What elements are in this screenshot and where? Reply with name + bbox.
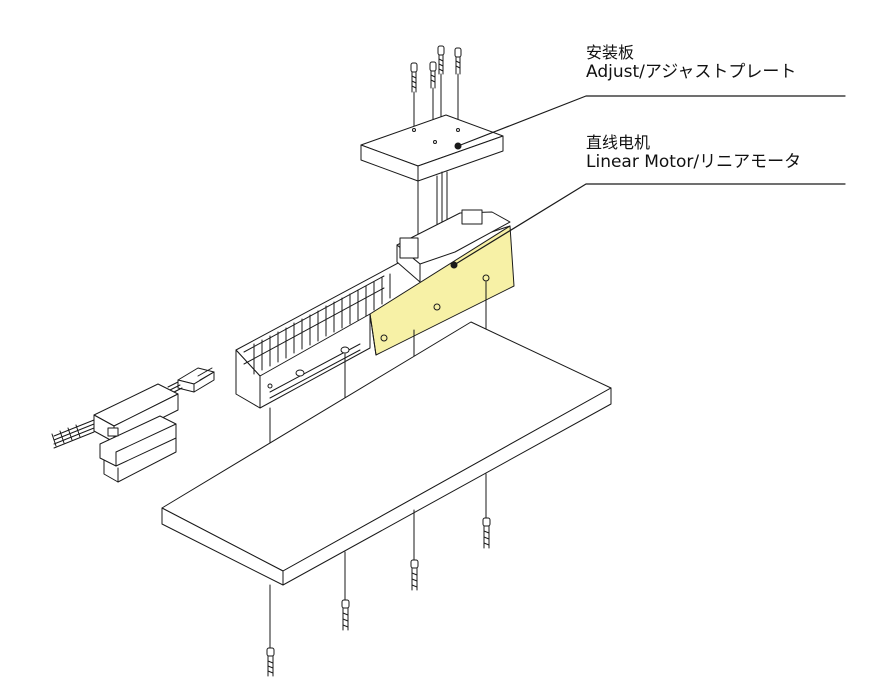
callout-adjust-plate-en: Adjust/アジャストプレート bbox=[586, 62, 797, 83]
lower-connector bbox=[52, 384, 178, 482]
bottom-screws bbox=[267, 474, 490, 676]
rail-fins bbox=[244, 274, 390, 374]
callout-adjust-plate: 安装板 Adjust/アジャストプレート bbox=[586, 43, 796, 83]
screw-top-2 bbox=[438, 46, 444, 118]
plate-guide-lines bbox=[418, 172, 447, 243]
leader-linear-motor bbox=[454, 184, 845, 265]
callout-leaders bbox=[450, 96, 846, 269]
leader-adjust-plate bbox=[458, 96, 845, 146]
adjust-plate bbox=[361, 115, 503, 181]
base-plate bbox=[162, 322, 611, 585]
callout-linear-motor-en: Linear Motor/リニアモータ bbox=[586, 152, 802, 173]
screw-bottom-2 bbox=[342, 552, 349, 630]
leader-dot-adjust bbox=[454, 142, 462, 150]
screw-bottom-1 bbox=[267, 585, 274, 676]
callout-adjust-plate-zh: 安装板 bbox=[586, 43, 635, 62]
callout-linear-motor: 直线电机 Linear Motor/リニアモータ bbox=[586, 133, 801, 173]
screw-bottom-4 bbox=[483, 474, 490, 548]
screw-top-3 bbox=[430, 62, 436, 138]
screw-top-4 bbox=[455, 48, 461, 128]
leader-dot-motor bbox=[450, 261, 458, 269]
linear-motor bbox=[236, 210, 514, 408]
screw-top-1 bbox=[411, 63, 417, 128]
screw-bottom-3 bbox=[411, 510, 418, 590]
upper-connector bbox=[160, 368, 214, 400]
top-screws bbox=[411, 46, 461, 138]
callout-linear-motor-zh: 直线电机 bbox=[586, 133, 651, 152]
